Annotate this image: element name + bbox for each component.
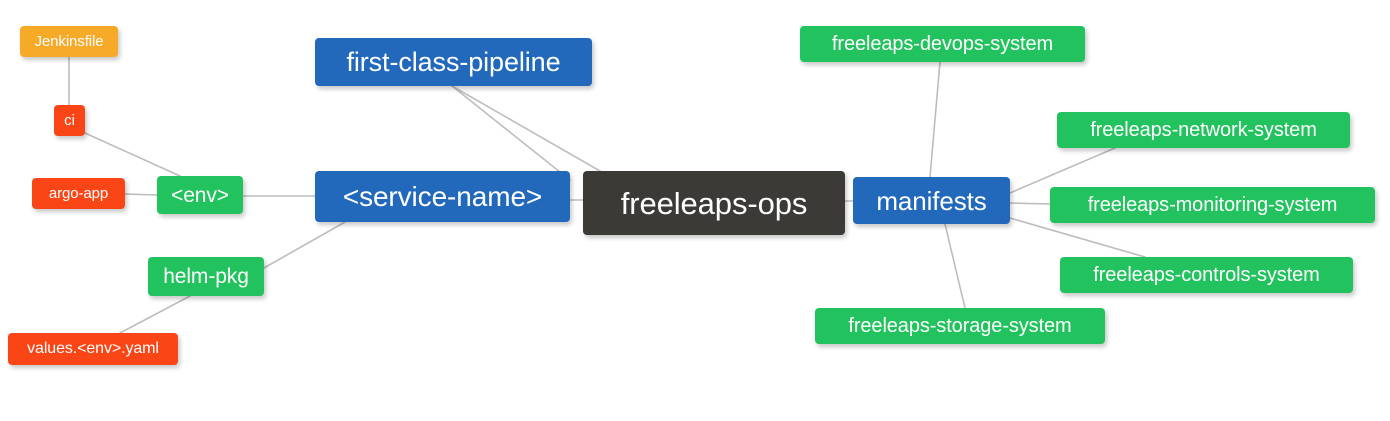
edge-manifests-to-monitoring	[1009, 202, 1051, 205]
edge-pipeline-to-root	[451, 85, 601, 172]
node-root[interactable]: freeleaps-ops	[583, 171, 845, 235]
edge-manifests-to-controls	[1009, 217, 1146, 258]
node-controls[interactable]: freeleaps-controls-system	[1060, 257, 1353, 293]
node-argo-app[interactable]: argo-app	[32, 178, 125, 209]
edge-argo-app-to-env	[124, 193, 158, 196]
node-jenkinsfile[interactable]: Jenkinsfile	[20, 26, 118, 57]
node-manifests[interactable]: manifests	[853, 177, 1010, 224]
node-devops[interactable]: freeleaps-devops-system	[800, 26, 1085, 62]
edge-helm-pkg-to-values-yaml	[119, 295, 191, 334]
node-ci[interactable]: ci	[54, 105, 85, 136]
node-network[interactable]: freeleaps-network-system	[1057, 112, 1350, 148]
node-values-yaml[interactable]: values.<env>.yaml	[8, 333, 178, 365]
node-env[interactable]: <env>	[157, 176, 243, 214]
node-monitoring[interactable]: freeleaps-monitoring-system	[1050, 187, 1375, 223]
node-helm-pkg[interactable]: helm-pkg	[148, 257, 264, 296]
node-storage[interactable]: freeleaps-storage-system	[815, 308, 1105, 344]
edge-service-name-to-pipeline	[451, 85, 571, 181]
node-pipeline[interactable]: first-class-pipeline	[315, 38, 592, 86]
node-service-name[interactable]: <service-name>	[315, 171, 570, 222]
edge-manifests-to-storage	[944, 223, 966, 309]
edge-service-name-to-helm-pkg	[263, 221, 346, 269]
edge-ci-to-env	[84, 132, 181, 177]
edge-manifests-to-devops	[929, 61, 941, 178]
